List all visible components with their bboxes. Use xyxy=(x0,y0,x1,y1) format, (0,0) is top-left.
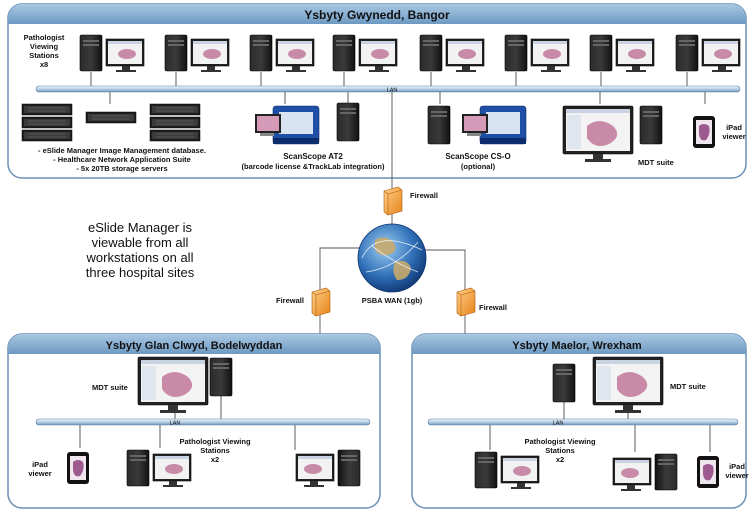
pathologist-label-line: x8 xyxy=(40,60,48,69)
firewall-top-label: Firewall xyxy=(410,191,438,200)
scanscope-at2-note: (barcode license &TrackLab integration) xyxy=(242,162,385,171)
rack-server xyxy=(149,129,201,142)
scanscope-cso-label: ScanScope CS-O xyxy=(445,152,510,161)
lan-label: LAN xyxy=(387,88,398,94)
pathologist-label-line: Pathologist xyxy=(24,33,65,42)
note-line: workstations on all xyxy=(86,250,194,265)
pathologist-label-line: Viewing xyxy=(30,42,59,51)
pathologist-label-line: Stations xyxy=(29,51,59,60)
pathologist-label-line: x2 xyxy=(211,455,219,464)
site-bangor-header xyxy=(8,4,746,24)
rack-server xyxy=(85,111,137,124)
firewall-left-label: Firewall xyxy=(276,296,304,305)
mdt-tower xyxy=(639,105,663,145)
pathologist-label-line: x2 xyxy=(556,455,564,464)
rack-server xyxy=(21,103,73,116)
firewall-right-label: Firewall xyxy=(479,303,507,312)
scanscope-at2-label: ScanScope AT2 xyxy=(283,152,343,161)
ipad-label: viewer xyxy=(725,471,748,480)
firewall-icon xyxy=(383,186,403,216)
site-glan-clwyd-title: Ysbyty Glan Clwyd, Bodelwyddan xyxy=(106,340,283,352)
note-text: eSlide Manager is viewable from all work… xyxy=(86,220,195,280)
ipad-label: viewer xyxy=(722,132,745,141)
lan-label: LAN xyxy=(170,421,181,427)
servers-caption-line: - Healthcare Network Application Suite xyxy=(53,155,191,164)
site-maelor: Ysbyty Maelor, Wrexham MDT suite LAN Pat… xyxy=(411,333,749,509)
lan-bar xyxy=(35,418,371,426)
rack-server xyxy=(149,103,201,116)
site-glan-clwyd-header xyxy=(8,334,380,354)
pathologist-label-line: Stations xyxy=(200,446,230,455)
mdt-monitor xyxy=(592,356,664,414)
mdt-tower xyxy=(209,357,233,397)
mdt-tower xyxy=(552,363,576,403)
pathologist-stations-label: Pathologist Viewing Stations x8 xyxy=(24,33,65,69)
ipad-viewer xyxy=(697,456,719,488)
ipad-label: iPad xyxy=(729,462,745,471)
ipad-label: iPad xyxy=(32,460,48,469)
lan-label: LAN xyxy=(553,421,564,427)
mdt-suite-label: MDT suite xyxy=(638,158,674,167)
note-line: eSlide Manager is xyxy=(88,220,193,235)
rack-server xyxy=(21,129,73,142)
rack-server xyxy=(149,116,201,129)
pathologist-label-line: Pathologist Viewing xyxy=(524,437,596,446)
lan-bar xyxy=(35,85,741,93)
lan-bar xyxy=(427,418,739,426)
ipad-viewer xyxy=(693,116,715,148)
globe-icon xyxy=(357,223,427,293)
note-line: viewable from all xyxy=(92,235,189,250)
mdt-monitor xyxy=(137,356,209,414)
firewall-icon xyxy=(456,287,476,317)
site-maelor-header xyxy=(412,334,746,354)
mdt-suite-label: MDT suite xyxy=(92,383,128,392)
note-line: three hospital sites xyxy=(86,265,195,280)
ipad-label: iPad xyxy=(726,123,742,132)
ipad-label: viewer xyxy=(28,469,51,478)
scanscope-cso-server xyxy=(427,105,451,145)
pathologist-label-line: Stations xyxy=(545,446,575,455)
site-bangor-title: Ysbyty Gwynedd, Bangor xyxy=(304,8,450,22)
servers-caption-line: - eSlide Manager Image Management databa… xyxy=(38,146,206,155)
servers-caption-line: - 5x 20TB storage servers xyxy=(76,164,167,173)
site-maelor-title: Ysbyty Maelor, Wrexham xyxy=(512,340,642,352)
scanscope-at2-server xyxy=(336,102,360,142)
site-glan-clwyd: Ysbyty Glan Clwyd, Bodelwyddan MDT suite… xyxy=(7,333,381,509)
pathologist-label-line: Pathologist Viewing xyxy=(179,437,251,446)
mdt-monitor xyxy=(562,105,634,163)
firewall-icon xyxy=(311,287,331,317)
site-bangor: Ysbyty Gwynedd, Bangor Pathologist Viewi… xyxy=(7,3,747,179)
wan-label: PSBA WAN (1gb) xyxy=(362,296,423,305)
mdt-suite-label: MDT suite xyxy=(670,382,706,391)
ipad-viewer xyxy=(67,452,89,484)
rack-server xyxy=(21,116,73,129)
scanscope-cso-note: (optional) xyxy=(461,162,496,171)
